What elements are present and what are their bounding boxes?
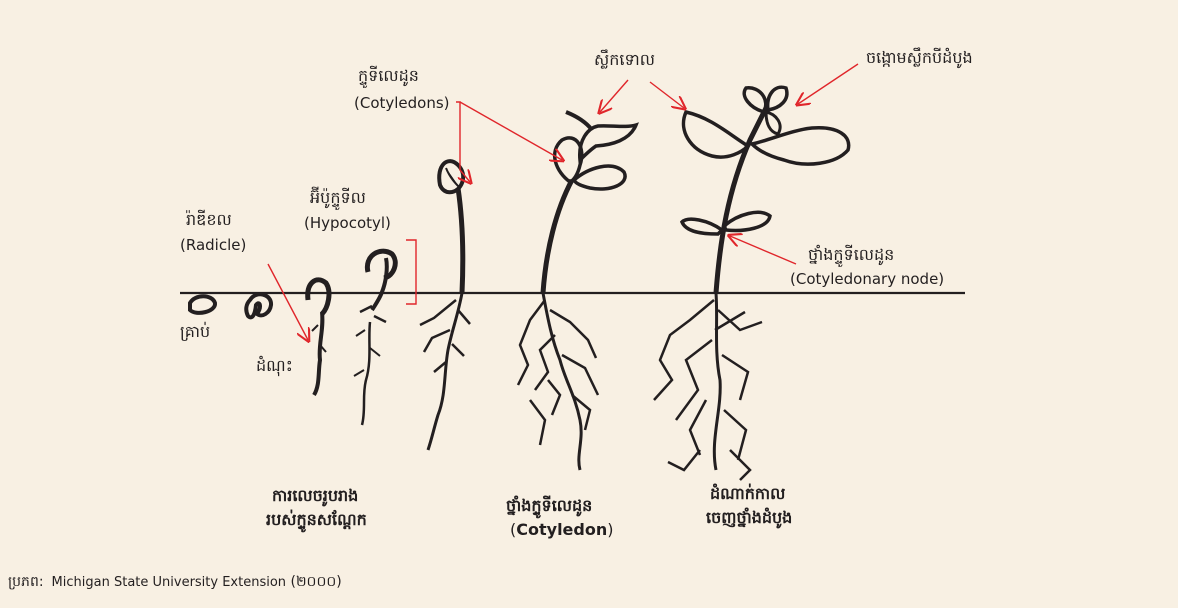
hypocotyl-label-en: (Hypocotyl) [304,214,391,233]
cotyledon-stage-drawing [518,112,636,470]
source-text: Michigan State University Extension [52,575,287,590]
cotyledonary-node-label-en: (Cotyledonary node) [790,270,944,289]
radicle-label-km: រ៉ាឌីខល [186,210,232,229]
first-leaves-label: ចង្កោមស្លឹកបីដំបូង [866,48,973,67]
cotyledon-stage-close-paren: ) [607,520,613,539]
source-citation: ប្រភព: Michigan State University Extensio… [8,572,342,593]
germination-drawing [308,280,329,395]
cotyledons-label-km: ក្ទូទីលេដូន [358,66,419,85]
germination-label: ដំណុះ [256,356,293,375]
seed-label: គ្រាប់ [180,322,210,341]
cotyledons-label-en: (Cotyledons) [354,94,450,113]
cotyledon-stage-en-word: Cotyledon [516,520,607,539]
cotyledon-stage-label-km: ថ្នាំងក្ទូទីលេដូន [506,496,592,515]
radicle-label-en: (Radicle) [180,236,246,255]
cotyledon-stage-label-en: (Cotyledon) [510,520,613,539]
hypocotyl-label-km: អ៊ីប៉ូក្ទូទីល [310,188,366,207]
emergence-label-line1: ការលេចរូបរាង [272,486,358,505]
emergence-drawing [420,161,470,450]
source-prefix: ប្រភព: [8,574,44,590]
hypocotyl-drawing [354,251,395,425]
cotyledonary-node-label-km: ថ្នាំងក្ទូទីលេដូន [808,245,894,264]
leaves-label: ស្លឹកទោល [594,50,655,69]
seed-drawing [190,294,271,317]
emergence-label-line2: របស់ក្ទូនសណ្តែក [266,510,367,529]
first-node-label-line2: ចេញថ្នាំងដំបូង [706,508,792,527]
source-year: (២០០០) [291,574,342,590]
first-node-label-line1: ដំណាក់កាល [710,484,785,503]
